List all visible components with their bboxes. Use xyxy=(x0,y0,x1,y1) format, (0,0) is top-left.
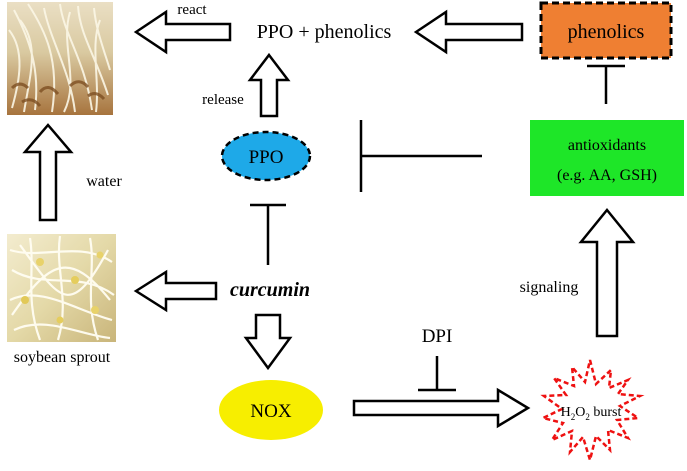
arrow-curcumin-to-nox xyxy=(243,313,293,371)
fresh-sprout-photo xyxy=(7,234,116,342)
phenolics-label: phenolics xyxy=(568,21,645,43)
nox-label: NOX xyxy=(250,401,291,422)
h2o2-burst-label: H2O2 burst xyxy=(561,405,622,422)
ppo-phenolics-label: PPO + phenolics xyxy=(257,21,392,43)
arrow-react xyxy=(133,9,232,55)
phenolics-box xyxy=(539,1,673,60)
arrow-water xyxy=(22,123,74,222)
release-label: release xyxy=(202,92,244,108)
arrow-curcumin-to-sprout xyxy=(133,269,218,313)
nox-ellipse xyxy=(219,380,323,440)
arrow-nox-to-burst xyxy=(352,387,531,429)
arrow-release xyxy=(247,52,291,118)
h2o2-burst-shape xyxy=(539,359,645,465)
curcumin-label: curcumin xyxy=(230,279,310,301)
soybean-sprout-label: soybean sprout xyxy=(14,349,111,366)
inhibit-antioxidants-phenolics xyxy=(587,64,625,104)
antioxidants-box xyxy=(530,120,684,196)
inhibit-antioxidants-ppo xyxy=(359,120,482,192)
inhibit-curcumin-ppo xyxy=(250,203,286,265)
brown-sprout-photo xyxy=(7,2,113,115)
react-label: react xyxy=(177,2,207,18)
signaling-label: signaling xyxy=(520,279,579,296)
arrow-signaling xyxy=(578,208,636,338)
dpi-label: DPI xyxy=(422,326,453,347)
arrow-phenolics-to-ppo-phenolics xyxy=(413,9,524,55)
water-label: water xyxy=(86,173,122,190)
ppo-ellipse xyxy=(220,130,312,182)
antioxidants-label: antioxidants xyxy=(568,137,646,154)
ppo-label: PPO xyxy=(249,147,284,168)
inhibit-dpi xyxy=(418,356,456,392)
antioxidants-example-label: (e.g. AA, GSH) xyxy=(557,167,657,184)
